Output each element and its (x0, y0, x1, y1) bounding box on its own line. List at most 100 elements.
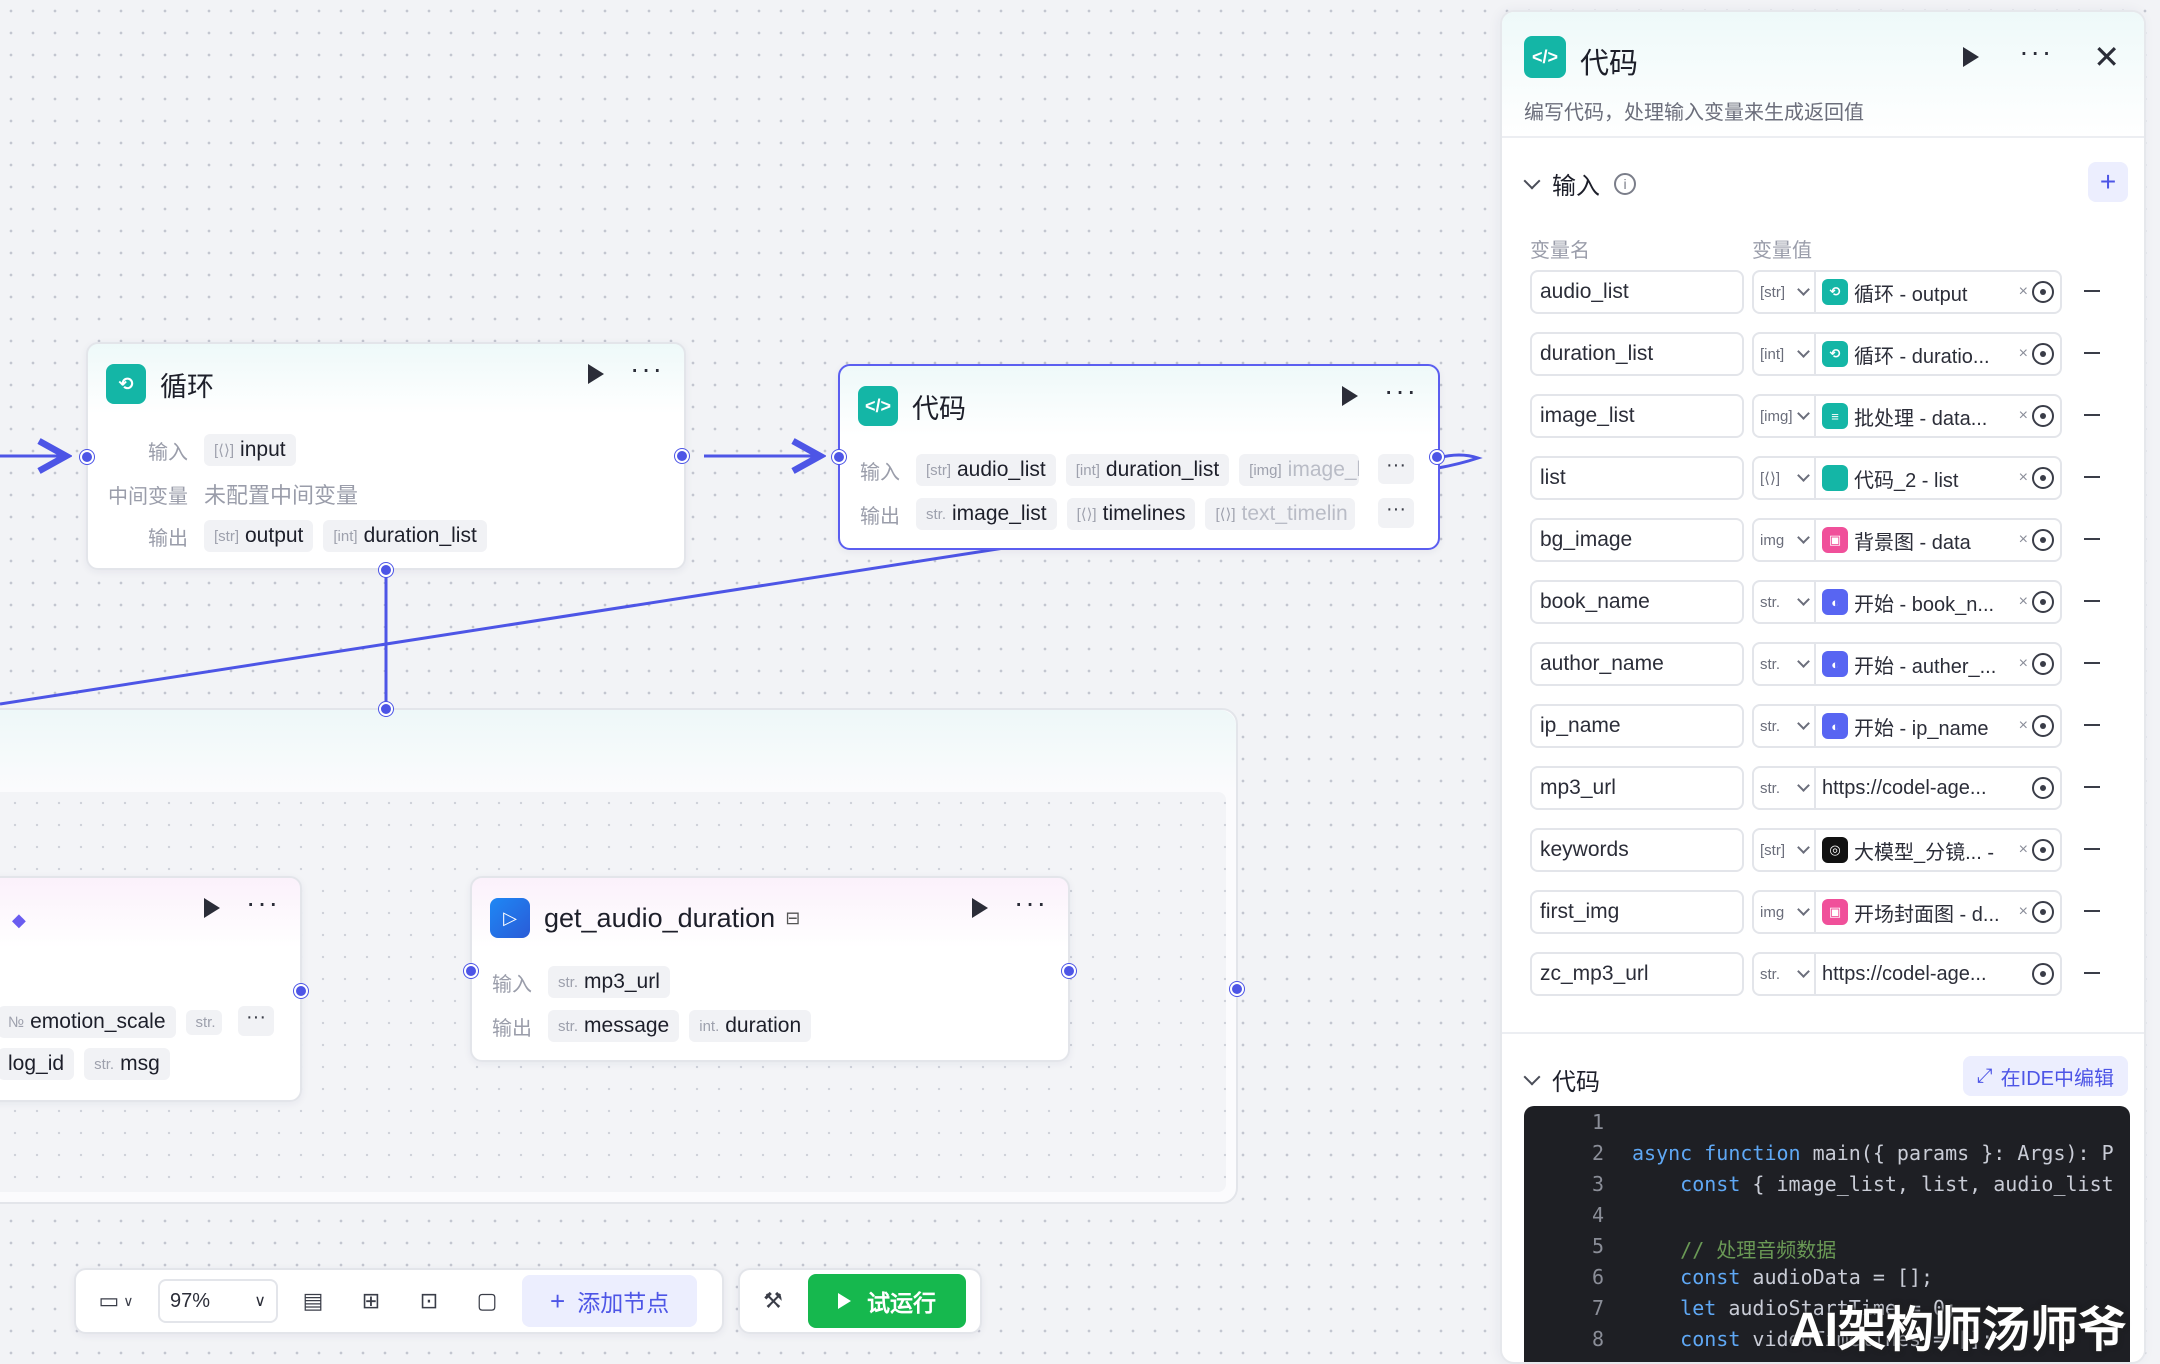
add-node-button[interactable]: + 添加节点 (522, 1275, 698, 1327)
wrench-icon[interactable]: ⚒ (763, 1288, 783, 1313)
image-icon[interactable]: ⊡ (419, 1288, 439, 1313)
run-node-button[interactable] (1963, 47, 1980, 67)
audio-output-port[interactable] (1062, 964, 1076, 978)
audio-duration-node[interactable]: ▷ get_audio_duration ⊟ ··· 输入 str.mp3_ur… (470, 876, 1070, 1062)
variable-name-field[interactable]: zc_mp3_url (1530, 952, 1744, 996)
variable-value-field[interactable]: ◐开始 - ip_name× (1814, 704, 2062, 748)
clear-icon[interactable]: × (2018, 593, 2028, 610)
input-section-toggle[interactable]: 输入 i (1523, 166, 1636, 201)
variable-name-field[interactable]: keywords (1530, 828, 1744, 872)
more-options-button[interactable]: ··· (630, 353, 664, 384)
info-icon[interactable]: i (1614, 172, 1636, 195)
clear-icon[interactable]: × (2018, 717, 2028, 734)
edit-in-ide-button[interactable]: ⤢ 在IDE中编辑 (1962, 1056, 2128, 1096)
grid-icon[interactable]: ⊞ (361, 1288, 381, 1313)
clear-icon[interactable]: × (2018, 531, 2028, 548)
variable-name-field[interactable]: author_name (1530, 642, 1744, 686)
variable-value-field[interactable]: ▣背景图 - data× (1814, 518, 2062, 562)
reference-picker-icon[interactable] (2032, 901, 2054, 923)
variable-name-field[interactable]: list (1530, 456, 1744, 500)
variable-type-select[interactable]: [str] (1752, 828, 1816, 872)
variable-type-select[interactable]: str. (1752, 952, 1816, 996)
variable-value-field[interactable]: https://codel-age... (1814, 766, 2062, 810)
variable-value-field[interactable]: ≡批处理 - data...× (1814, 394, 2062, 438)
zoom-select[interactable]: 97% ∨ (158, 1279, 278, 1323)
variable-value-field[interactable]: ◐开始 - book_n...× (1814, 580, 2062, 624)
remove-input-button[interactable] (2084, 972, 2100, 974)
reference-picker-icon[interactable] (2032, 715, 2054, 737)
remove-input-button[interactable] (2084, 786, 2100, 788)
clear-icon[interactable]: × (2018, 841, 2028, 858)
reference-picker-icon[interactable] (2032, 839, 2054, 861)
variable-type-select[interactable]: [str] (1752, 270, 1816, 314)
comment-icon[interactable]: ▤ (302, 1288, 324, 1313)
variable-type-select[interactable]: [img] (1752, 394, 1816, 438)
variable-type-select[interactable]: str. (1752, 580, 1816, 624)
clear-icon[interactable]: × (2018, 655, 2028, 672)
variable-type-select[interactable]: str. (1752, 766, 1816, 810)
variable-name-field[interactable]: image_list (1530, 394, 1744, 438)
clear-icon[interactable]: × (2018, 407, 2028, 424)
run-node-button[interactable] (1342, 386, 1359, 406)
loop-output-port[interactable] (675, 449, 689, 463)
code-input-port[interactable] (832, 450, 846, 464)
layout-toggle-button[interactable]: ▭∨ (98, 1288, 134, 1313)
variable-value-field[interactable]: 代码_2 - list× (1814, 456, 2062, 500)
remove-input-button[interactable] (2084, 724, 2100, 726)
variable-value-field[interactable]: ▣开场封面图 - d...× (1814, 890, 2062, 934)
remove-input-button[interactable] (2084, 352, 2100, 354)
variable-type-select[interactable]: str. (1752, 704, 1816, 748)
variable-value-field[interactable]: ⟲循环 - output× (1814, 270, 2062, 314)
clear-icon[interactable]: × (2018, 903, 2028, 920)
more-options-button[interactable]: ··· (246, 887, 280, 918)
variable-name-field[interactable]: bg_image (1530, 518, 1744, 562)
remove-input-button[interactable] (2084, 600, 2100, 602)
remove-input-button[interactable] (2084, 910, 2100, 912)
variable-name-field[interactable]: first_img (1530, 890, 1744, 934)
clear-icon[interactable]: × (2018, 283, 2028, 300)
reference-picker-icon[interactable] (2032, 343, 2054, 365)
remove-input-button[interactable] (2084, 848, 2100, 850)
loop-node[interactable]: ⟲ 循环 ··· 输入 [⟨⟩]input 中间变量 未配置中间变量 输出 [s… (86, 342, 686, 570)
variable-value-field[interactable]: ◎大模型_分镜... -× (1814, 828, 2062, 872)
code-output-port[interactable] (1430, 450, 1444, 464)
reference-picker-icon[interactable] (2032, 653, 2054, 675)
reference-picker-icon[interactable] (2032, 963, 2054, 985)
reference-picker-icon[interactable] (2032, 281, 2054, 303)
variable-type-select[interactable]: [⟨⟩] (1752, 456, 1816, 500)
variable-value-field[interactable]: ⟲循环 - duratio...× (1814, 332, 2062, 376)
loop-body-end-port[interactable] (1230, 982, 1244, 996)
variable-name-field[interactable]: duration_list (1530, 332, 1744, 376)
remove-input-button[interactable] (2084, 476, 2100, 478)
audio-input-port[interactable] (464, 964, 478, 978)
variable-type-select[interactable]: img (1752, 518, 1816, 562)
remove-input-button[interactable] (2084, 414, 2100, 416)
remove-input-button[interactable] (2084, 290, 2100, 292)
reference-picker-icon[interactable] (2032, 591, 2054, 613)
variable-value-field[interactable]: https://codel-age... (1814, 952, 2062, 996)
variable-type-select[interactable]: str. (1752, 642, 1816, 686)
reference-picker-icon[interactable] (2032, 777, 2054, 799)
more-inputs-button[interactable]: ··· (1378, 454, 1414, 484)
code-node[interactable]: </> 代码 ··· 输入 [str]audio_list [int]durat… (838, 364, 1440, 550)
more-options-button[interactable]: ··· (1384, 375, 1418, 406)
reference-picker-icon[interactable] (2032, 467, 2054, 489)
run-node-button[interactable] (588, 364, 605, 384)
run-node-button[interactable] (204, 898, 221, 918)
more-options-button[interactable]: ··· (2019, 36, 2054, 67)
clear-icon[interactable]: × (2018, 345, 2028, 362)
variable-name-field[interactable]: book_name (1530, 580, 1744, 624)
loop-body-in-port[interactable] (379, 702, 393, 716)
variable-type-select[interactable]: img (1752, 890, 1816, 934)
reference-picker-icon[interactable] (2032, 405, 2054, 427)
code-section-toggle[interactable]: 代码 (1523, 1062, 1600, 1097)
loop-input-port[interactable] (80, 450, 94, 464)
run-node-button[interactable] (972, 898, 989, 918)
reference-picker-icon[interactable] (2032, 529, 2054, 551)
close-icon[interactable]: ✕ (2093, 39, 2120, 75)
remove-input-button[interactable] (2084, 538, 2100, 540)
remove-input-button[interactable] (2084, 662, 2100, 664)
loop-body-port[interactable] (379, 563, 393, 577)
variable-name-field[interactable]: mp3_url (1530, 766, 1744, 810)
